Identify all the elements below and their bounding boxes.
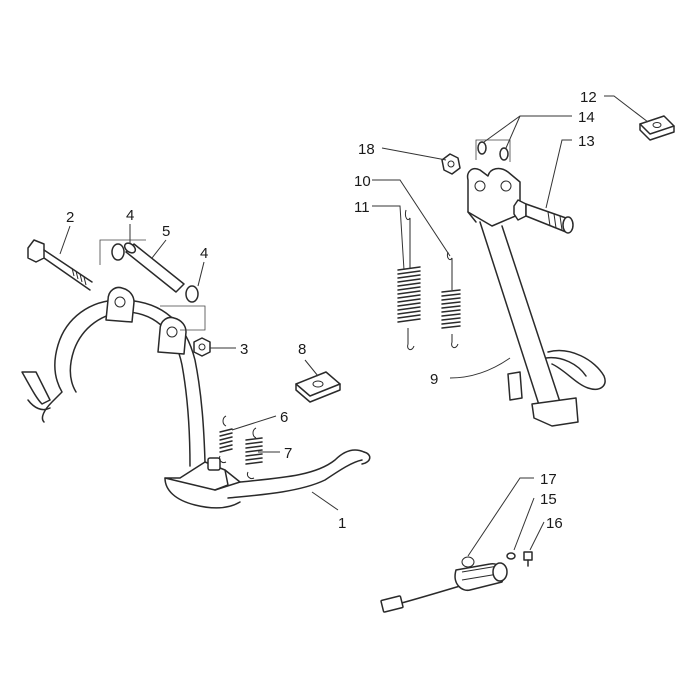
callout-3: 3 [240, 341, 248, 358]
center-stand [21, 286, 371, 509]
callout-12: 12 [580, 89, 597, 106]
callout-14: 14 [578, 109, 595, 126]
spring-7 [245, 427, 263, 479]
callout-labels: 1 2 3 4 4 5 6 7 8 9 10 11 12 13 14 15 16… [66, 89, 597, 532]
callout-1: 1 [338, 515, 346, 532]
callout-8: 8 [298, 341, 306, 358]
callout-4-left: 4 [126, 207, 134, 224]
callout-9: 9 [430, 371, 438, 388]
callout-16: 16 [546, 515, 563, 532]
callout-17: 17 [540, 471, 557, 488]
washer-left [111, 243, 125, 261]
callout-7: 7 [284, 445, 292, 462]
spring-6 [219, 415, 233, 463]
washer-14b [499, 147, 509, 161]
callout-10: 10 [354, 173, 371, 190]
callout-5: 5 [162, 223, 170, 240]
clip-nut-right [639, 115, 675, 141]
callout-18: 18 [358, 141, 375, 158]
callout-13: 13 [578, 133, 595, 150]
switch-washer [506, 552, 516, 560]
callout-2: 2 [66, 209, 74, 226]
pivot-bolt [27, 239, 93, 291]
spring-10 [441, 251, 461, 349]
side-stand-bolt [513, 199, 574, 234]
side-stand-nut [441, 153, 461, 175]
spacer-tube [123, 242, 185, 293]
leader-lines [59, 95, 649, 557]
washer-14a [477, 141, 487, 155]
switch-screw [523, 551, 533, 567]
callout-15: 15 [540, 491, 557, 508]
side-stand-switch [380, 556, 508, 613]
nut [193, 337, 211, 357]
clip-nut-left [295, 371, 341, 403]
callout-6: 6 [280, 409, 288, 426]
spring-11 [397, 209, 421, 351]
callout-4-right: 4 [200, 245, 208, 262]
side-stand [466, 167, 606, 427]
washer-right [185, 285, 199, 303]
callout-11: 11 [354, 199, 370, 216]
